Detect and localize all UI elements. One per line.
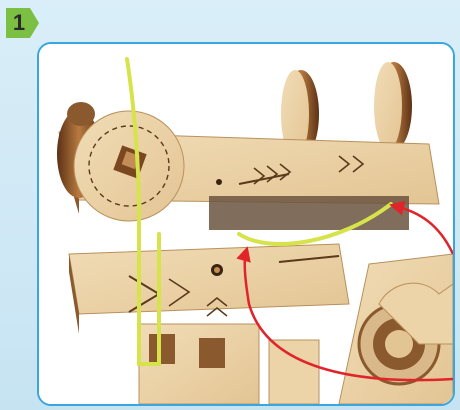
assembly-illustration bbox=[39, 44, 453, 404]
step-number: 1 bbox=[6, 8, 32, 38]
illustration-frame bbox=[37, 42, 455, 406]
step-badge: 1 bbox=[6, 8, 40, 38]
